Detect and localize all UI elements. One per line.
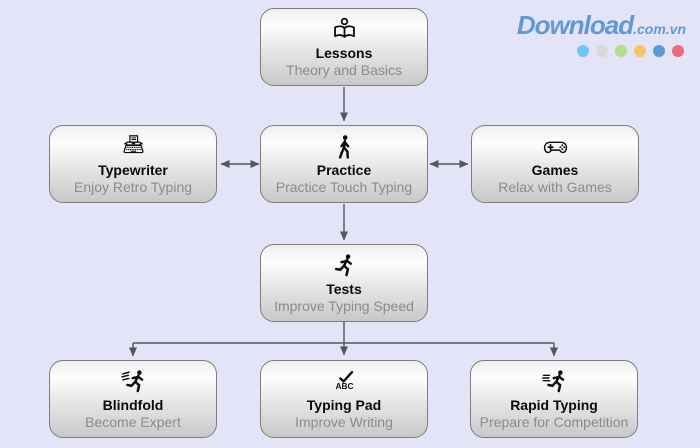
node-subtitle: Theory and Basics	[286, 62, 402, 78]
gamepad-icon	[541, 134, 570, 161]
node-title: Rapid Typing	[510, 397, 598, 413]
brand-dots	[517, 45, 686, 57]
node-subtitle: Improve Writing	[295, 414, 393, 430]
svg-text:ABC: ABC	[335, 381, 353, 391]
node-title: Tests	[326, 281, 362, 297]
node-blindfold[interactable]: Blindfold Become Expert	[49, 360, 217, 438]
brand-wordmark: Download.com.vn	[516, 10, 686, 41]
node-typewriter[interactable]: Typewriter Enjoy Retro Typing	[49, 125, 217, 203]
brand-logo: Download.com.vn	[516, 10, 686, 57]
node-title: Games	[531, 162, 579, 178]
node-title: Typewriter	[98, 162, 168, 178]
node-subtitle: Prepare for Competition	[479, 414, 629, 430]
typewriter-icon	[120, 134, 147, 161]
node-typing-pad[interactable]: ABC Typing Pad Improve Writing	[260, 360, 428, 438]
brand-dot	[596, 45, 608, 57]
sprinter-icon	[541, 369, 568, 396]
node-subtitle: Relax with Games	[498, 179, 612, 195]
node-rapid-typing[interactable]: Rapid Typing Prepare for Competition	[470, 360, 638, 438]
node-subtitle: Enjoy Retro Typing	[73, 179, 193, 195]
node-subtitle: Practice Touch Typing	[275, 179, 413, 195]
node-title: Typing Pad	[306, 397, 382, 413]
node-practice[interactable]: Practice Practice Touch Typing	[260, 125, 428, 203]
brand-name: Download	[516, 10, 634, 40]
node-title: Practice	[316, 162, 372, 178]
brand-dot	[577, 45, 589, 57]
abc-check-icon: ABC	[331, 369, 358, 396]
node-subtitle: Improve Typing Speed	[274, 298, 414, 314]
brand-suffix: .com.vn	[633, 21, 686, 37]
running-person-icon	[331, 253, 358, 280]
fast-runner-icon	[120, 369, 147, 396]
node-lessons[interactable]: Lessons Theory and Basics	[260, 8, 428, 86]
brand-dot	[615, 45, 627, 57]
node-games[interactable]: Games Relax with Games	[471, 125, 639, 203]
brand-dot	[634, 45, 646, 57]
reading-person-icon	[331, 17, 358, 44]
node-tests[interactable]: Tests Improve Typing Speed	[260, 244, 428, 322]
brand-dot	[653, 45, 665, 57]
brand-dot	[672, 45, 684, 57]
walking-person-icon	[331, 134, 358, 161]
node-subtitle: Become Expert	[85, 414, 181, 430]
node-title: Lessons	[315, 45, 373, 61]
node-title: Blindfold	[102, 397, 164, 413]
